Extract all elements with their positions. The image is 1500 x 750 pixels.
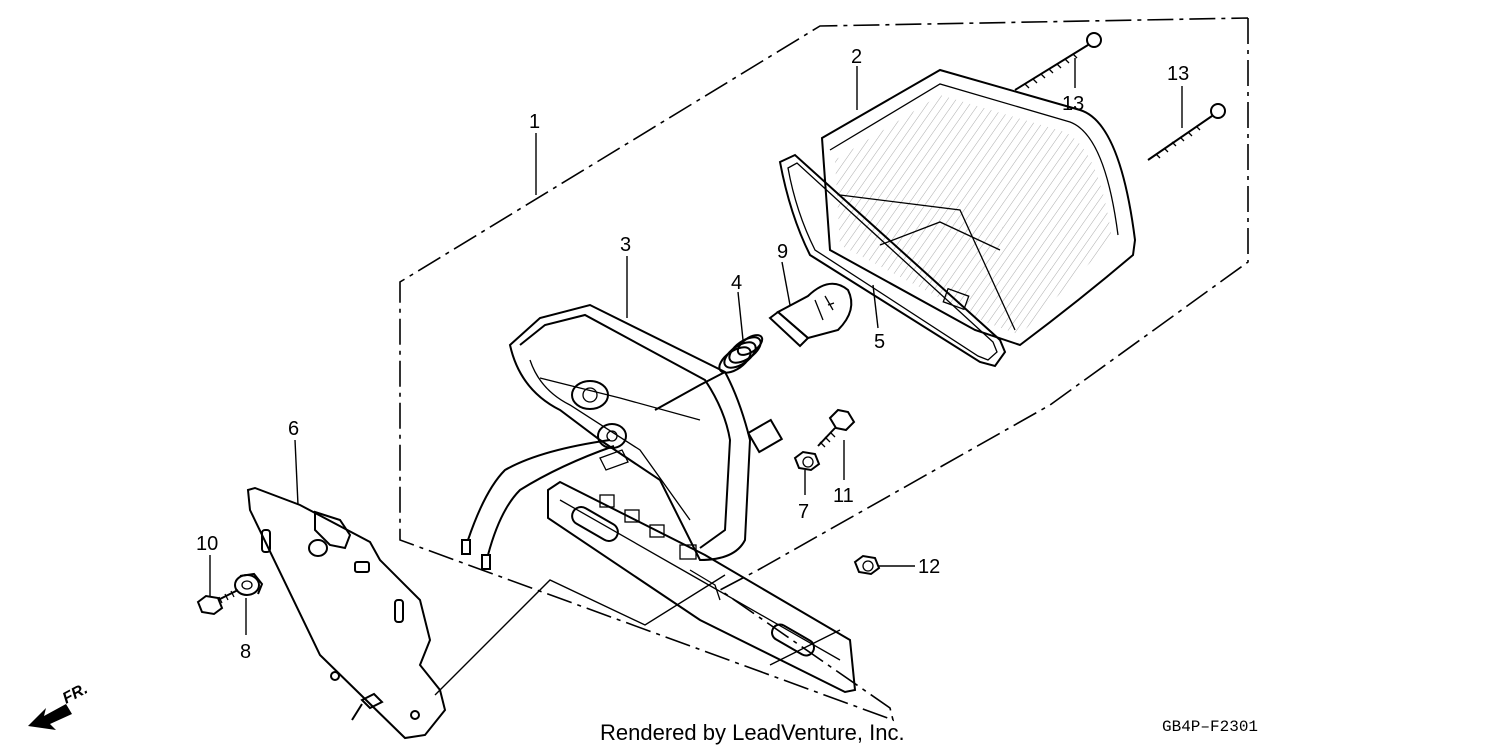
license-bracket [547, 480, 857, 694]
callout-3: 3 [620, 234, 631, 256]
bolt-10 [196, 589, 239, 616]
taillight-base [508, 303, 784, 562]
lens-gasket [778, 153, 1007, 368]
nut-7 [793, 450, 821, 472]
callout-7: 7 [798, 501, 809, 523]
callout-1: 1 [529, 111, 540, 133]
callout-4: 4 [731, 272, 742, 294]
callout-8: 8 [240, 641, 251, 663]
callout-11: 11 [833, 485, 854, 507]
diagram-code: GB4P–F2301 [1162, 718, 1258, 736]
collar-8 [234, 572, 264, 596]
callout-5: 5 [874, 331, 885, 353]
callout-6: 6 [288, 418, 299, 440]
bolt-11 [817, 408, 856, 448]
screw-right [1147, 103, 1226, 161]
callout-10: 10 [196, 533, 218, 555]
screw-upper [1014, 32, 1102, 91]
callout-12: 12 [918, 556, 940, 578]
nut-12 [853, 554, 881, 576]
front-direction-arrow: FR. [28, 680, 91, 730]
assembly-outline [399, 17, 1249, 722]
front-direction-label: FR. [60, 680, 91, 707]
callout-13-upper: 13 [1062, 93, 1084, 115]
callout-2: 2 [851, 46, 862, 68]
callout-9: 9 [777, 241, 788, 263]
tail-lens [820, 68, 1137, 347]
license-plate-bracket [246, 486, 447, 740]
leader-lines [209, 58, 1183, 696]
wire-harness [461, 439, 615, 570]
bulb [768, 282, 853, 348]
callout-13-right: 13 [1167, 63, 1189, 85]
rendered-by-credit: Rendered by LeadVenture, Inc. [600, 720, 905, 745]
